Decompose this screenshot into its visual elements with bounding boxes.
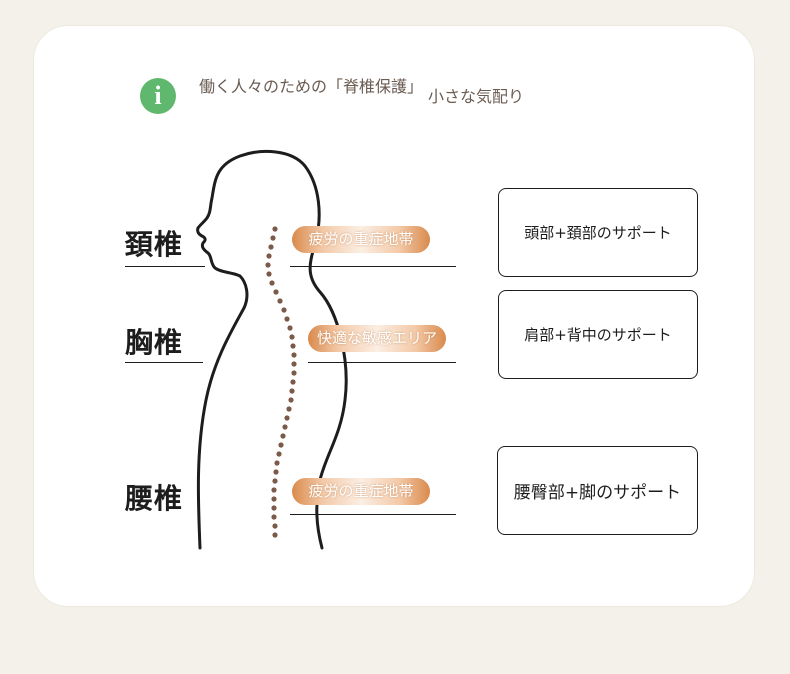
- region-underline-neck: [125, 266, 205, 267]
- support-box-chest: 肩部+背中のサポート: [498, 290, 698, 379]
- pointer-line-lumbar: [290, 514, 456, 515]
- region-tag-lumbar: 疲労の重症地帯: [292, 478, 430, 505]
- region-label-neck: 頚椎: [125, 228, 184, 261]
- support-box-lumbar: 腰臀部+脚のサポート: [497, 446, 698, 535]
- body-front-outline: [196, 149, 321, 550]
- region-label-chest: 胸椎: [125, 326, 184, 359]
- region-label-lumbar: 腰椎: [125, 482, 184, 515]
- pointer-line-chest: [308, 362, 456, 363]
- region-tag-chest: 快適な敏感エリア: [308, 325, 446, 352]
- region-tag-neck: 疲労の重症地帯: [292, 226, 430, 253]
- header-title: 働く人々のための「脊椎保護」: [199, 77, 424, 96]
- pointer-line-neck: [290, 266, 456, 267]
- header-subtitle: 小さな気配り: [428, 87, 525, 106]
- region-underline-chest: [125, 362, 203, 363]
- support-box-neck: 頭部+頚部のサポート: [498, 188, 698, 277]
- info-icon: i: [140, 78, 176, 114]
- spine-dots: [265, 226, 297, 538]
